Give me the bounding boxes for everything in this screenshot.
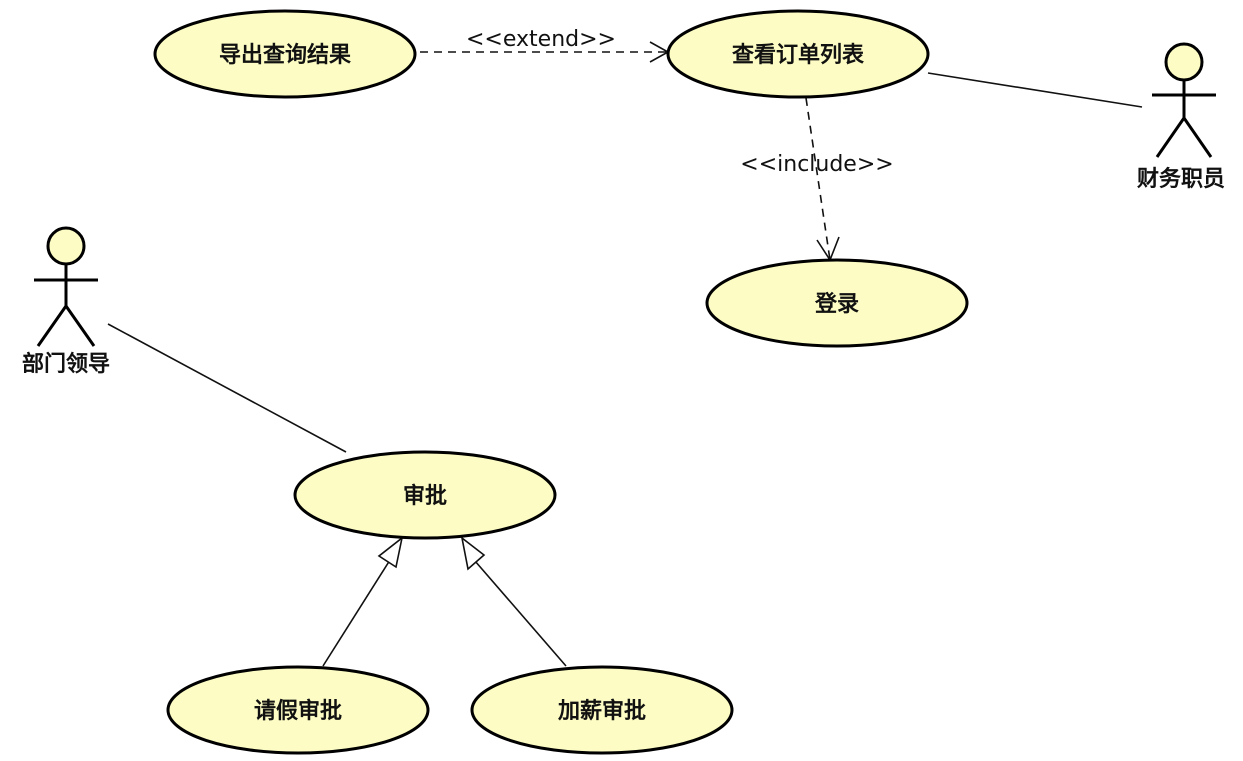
use-case-login[interactable]: 登录 (705, 258, 969, 348)
use-case-label: 请假审批 (254, 698, 342, 724)
actor-dept-leader[interactable]: 部门领导 (22, 226, 110, 377)
actor-label: 财务职员 (1137, 167, 1225, 192)
use-case-label: 加薪审批 (557, 698, 646, 724)
use-case-raise-approval[interactable]: 加薪审批 (470, 665, 734, 755)
use-case-label: 导出查询结果 (219, 42, 351, 68)
use-case-label: 登录 (814, 292, 859, 317)
association-dept-leader-approval (107, 323, 347, 453)
generalization-leave-approval (322, 536, 404, 667)
use-case-view-order-list[interactable]: 查看订单列表 (666, 9, 930, 99)
association-finance-staff-view-orders (927, 72, 1143, 108)
stick-figure-icon (34, 226, 98, 347)
actor-label: 部门领导 (22, 351, 110, 377)
extend-label: <<extend>> (466, 27, 616, 52)
use-case-approval[interactable]: 审批 (293, 450, 557, 540)
generalization-raise-approval (460, 536, 567, 667)
stick-figure-icon (1152, 42, 1216, 158)
include-label: <<include>> (740, 152, 893, 177)
include-relation (805, 97, 840, 262)
use-case-export-results[interactable]: 导出查询结果 (153, 9, 417, 99)
use-case-label: 查看订单列表 (732, 43, 865, 68)
actor-finance-staff[interactable]: 财务职员 (1137, 42, 1225, 192)
use-case-label: 审批 (403, 483, 447, 509)
use-case-leave-approval[interactable]: 请假审批 (166, 665, 430, 755)
